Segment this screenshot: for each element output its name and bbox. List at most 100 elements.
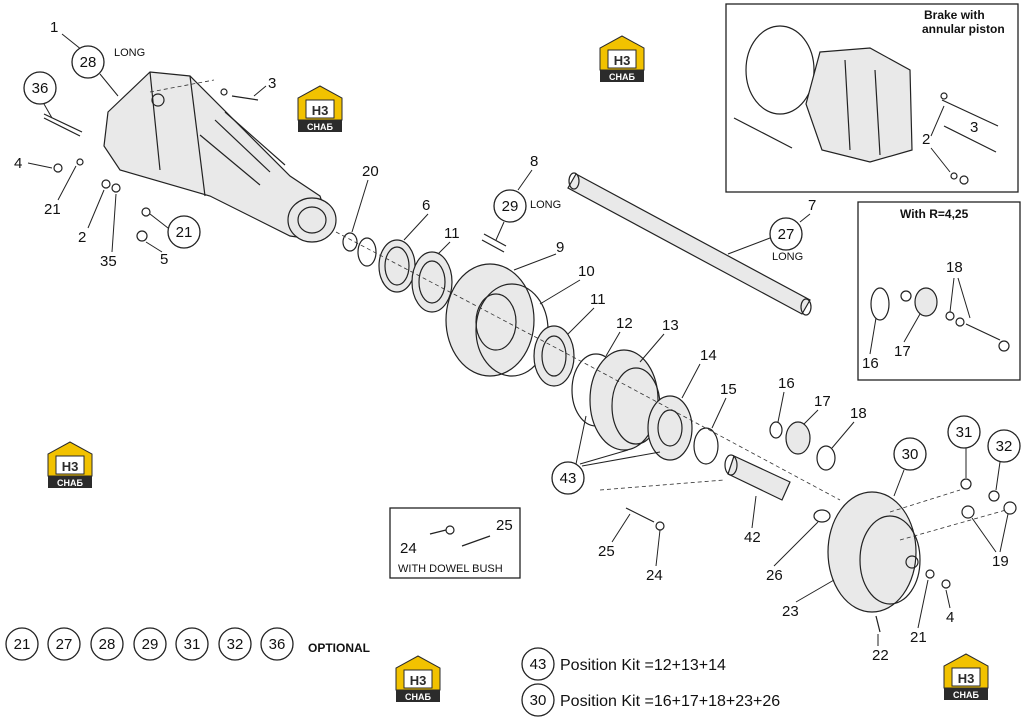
- callout-21: 21: [910, 629, 927, 646]
- callout-25: 25: [598, 543, 615, 560]
- optional-item: 27: [56, 636, 73, 653]
- callout-4: 4: [14, 155, 22, 172]
- optional-item: 32: [227, 636, 244, 653]
- watermark-subtext: CHAБ: [405, 692, 431, 702]
- callout-17: 17: [894, 343, 911, 360]
- callout-27-note: LONG: [772, 251, 803, 263]
- callout-26: 26: [766, 567, 783, 584]
- watermark-logo: H3 CHAБ: [395, 655, 441, 703]
- callout-3: 3: [970, 119, 978, 136]
- ring-parts: [342, 232, 453, 313]
- callout-14: 14: [700, 347, 717, 364]
- watermark-logo: H3 CHAБ: [599, 35, 645, 83]
- sun-gear-part: [724, 454, 791, 501]
- callout-11: 11: [590, 291, 606, 308]
- callout-16: 16: [778, 375, 795, 392]
- callout-10: 10: [578, 263, 595, 280]
- callout-15: 15: [720, 381, 737, 398]
- callout-2: 2: [78, 229, 86, 246]
- brake-inset-box: [725, 3, 1019, 193]
- kit-legend: 43 Position Kit =12+13+14 30 Position Ki…: [521, 647, 780, 717]
- callout-27: 27: [778, 226, 795, 243]
- optional-item: 29: [142, 636, 159, 653]
- callout-4: 4: [946, 609, 954, 626]
- optional-item: 28: [99, 636, 116, 653]
- callout-18: 18: [946, 259, 963, 276]
- callout-22: 22: [872, 647, 889, 664]
- callout-11: 11: [444, 225, 460, 242]
- callout-19: 19: [992, 553, 1009, 570]
- watermark-logo: H3 CHAБ: [47, 441, 93, 489]
- callout-21: 21: [176, 224, 193, 241]
- cover-part: [813, 491, 921, 613]
- callout-16: 16: [862, 355, 879, 372]
- callout-35: 35: [100, 253, 117, 270]
- watermark-subtext: CHAБ: [307, 122, 333, 132]
- dowel-caption: WITH DOWEL BUSH: [398, 563, 503, 575]
- brake-inset: [733, 25, 999, 185]
- callout-36: 36: [32, 80, 49, 97]
- ratio-inset: [870, 287, 1010, 352]
- ratio-inset-box: [857, 201, 1021, 381]
- planet-part: [769, 421, 836, 471]
- callout-28-note: LONG: [114, 47, 145, 59]
- optional-item: 36: [269, 636, 286, 653]
- shaft-part: [567, 172, 812, 316]
- optional-item: 31: [184, 636, 201, 653]
- dowel-inset: [429, 525, 491, 547]
- bolt-part: [43, 88, 259, 242]
- callout-20: 20: [362, 163, 379, 180]
- watermark-logo: H3 CHAБ: [297, 85, 343, 133]
- kit-number: 30: [530, 692, 547, 709]
- watermark-logo: H3 CHAБ: [943, 653, 989, 701]
- callout-12: 12: [616, 315, 633, 332]
- callout-13: 13: [662, 317, 679, 334]
- ratio-title: With R=4,25: [900, 207, 969, 221]
- watermark-subtext: CHAБ: [953, 690, 979, 700]
- callout-2: 2: [922, 131, 930, 148]
- callout-23: 23: [782, 603, 799, 620]
- watermark-subtext: CHAБ: [57, 478, 83, 488]
- callout-29-note: LONG: [530, 199, 561, 211]
- callout-17: 17: [814, 393, 831, 410]
- callout-30: 30: [902, 446, 919, 463]
- callout-28: 28: [80, 54, 97, 71]
- optional-label: OPTIONAL: [308, 641, 370, 655]
- callout-8: 8: [530, 153, 538, 170]
- dowel-inset-box: [389, 507, 521, 579]
- kit-number: 43: [530, 656, 547, 673]
- hub-part: [445, 263, 575, 387]
- watermark-subtext: CHAБ: [609, 72, 635, 82]
- callout-32: 32: [996, 438, 1013, 455]
- watermark-text: H3: [958, 671, 975, 686]
- callout-5: 5: [160, 251, 168, 268]
- kit-description: Position Kit =16+17+18+23+26: [560, 693, 780, 710]
- callout-7: 7: [808, 197, 816, 214]
- watermark-text: H3: [410, 673, 427, 688]
- kit-description: Position Kit =12+13+14: [560, 657, 726, 674]
- callout-3: 3: [268, 75, 276, 92]
- watermark-text: H3: [312, 103, 329, 118]
- assembly-guides: [149, 79, 1007, 541]
- callout-42: 42: [744, 529, 761, 546]
- bolt-part: [481, 233, 507, 253]
- callout-24: 24: [646, 567, 663, 584]
- brake-title-line1: Brake with: [924, 8, 985, 22]
- callout-6: 6: [422, 197, 430, 214]
- callout-31: 31: [956, 424, 973, 441]
- callout-24: 24: [400, 540, 417, 557]
- optional-legend: 21 27 28 29 31 32 36 OPTIONAL: [5, 627, 370, 661]
- callout-9: 9: [556, 239, 564, 256]
- callout-1: 1: [50, 19, 58, 36]
- callout-43: 43: [560, 470, 577, 487]
- callout-21: 21: [44, 201, 61, 218]
- screw-part: [625, 478, 1017, 633]
- callout-18: 18: [850, 405, 867, 422]
- callout-29: 29: [502, 198, 519, 215]
- watermark-text: H3: [614, 53, 631, 68]
- housing-part: [103, 71, 337, 243]
- callout-25: 25: [496, 517, 513, 534]
- watermark-text: H3: [62, 459, 79, 474]
